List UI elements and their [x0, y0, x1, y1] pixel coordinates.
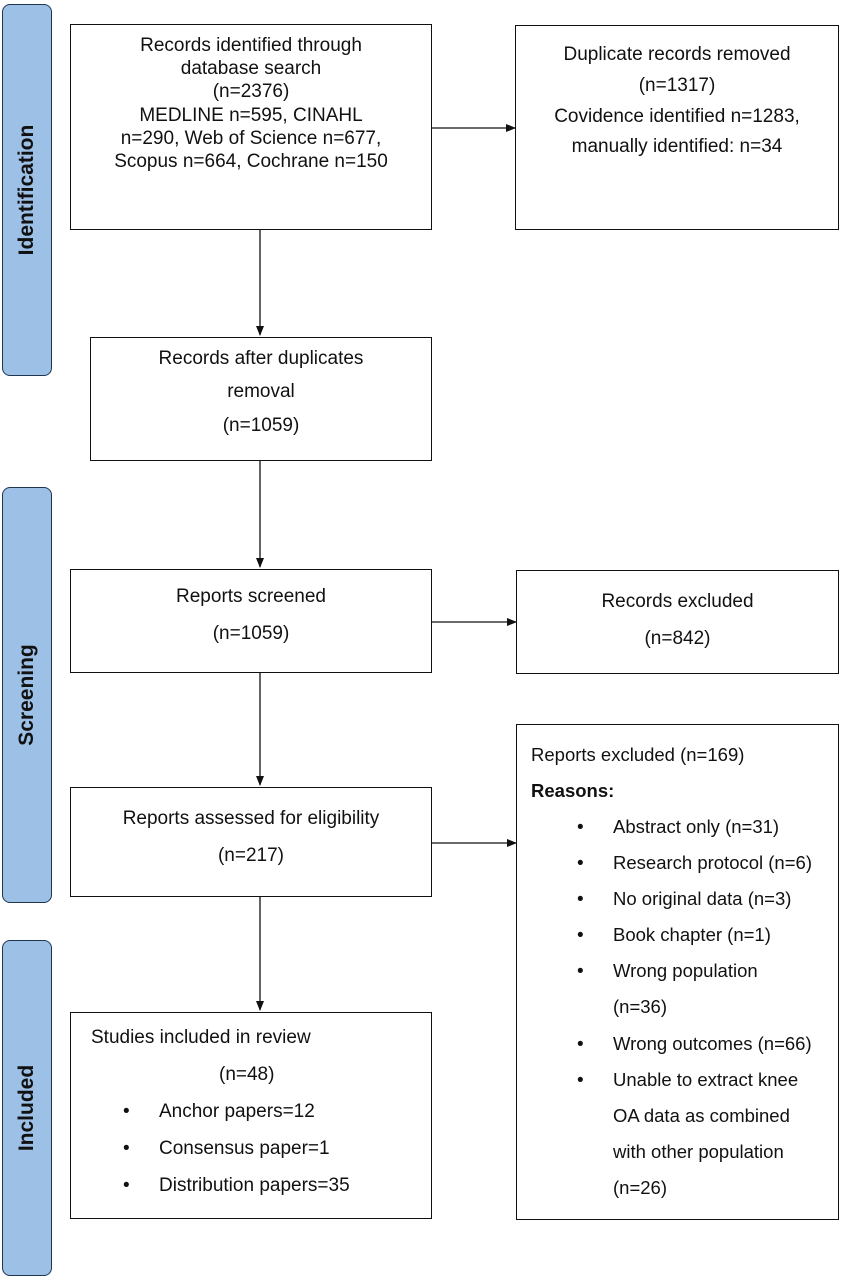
box-text: Scopus n=664, Cochrane n=150 [114, 150, 388, 172]
box-text: Duplicate records removed [563, 44, 791, 65]
box-text: (n=1059) [212, 623, 290, 645]
box-text: (n=1317) [638, 74, 716, 96]
reason-text: (n=26) [613, 1176, 667, 1198]
after-duplicates-box: Records after duplicates removal (n=1059… [90, 337, 432, 461]
reports-excluded-box: Reports excluded (n=169) Reasons: Abstra… [516, 724, 839, 1220]
box-text: manually identified: n=34 [571, 136, 783, 158]
eligibility-box: Reports assessed for eligibility (n=217) [70, 787, 432, 897]
box-text: (n=842) [644, 628, 711, 650]
phase-included: Included [2, 940, 52, 1276]
box-text: (n=48) [219, 1064, 275, 1086]
reason-item: Book chapter (n=1) [531, 917, 838, 954]
box-text: Records after duplicates [158, 348, 364, 369]
box-text: Records identified through [140, 35, 362, 56]
reason-text: Abstract only (n=31) [613, 816, 780, 838]
box-text: Records excluded [601, 591, 754, 612]
reason-text: (n=36) [613, 996, 667, 1018]
phase-included-label: Included [15, 1064, 38, 1152]
box-text: Studies included in review [91, 1027, 311, 1048]
phase-screening: Screening [2, 487, 52, 903]
included-text: Distribution papers=35 [159, 1175, 350, 1197]
box-text: Covidence identified n=1283, [554, 105, 800, 127]
box-text: database search [180, 58, 322, 80]
duplicates-removed-box: Duplicate records removed (n=1317) Covid… [515, 25, 839, 230]
box-text: MEDLINE n=595, CINAHL [139, 104, 363, 126]
phase-identification-label: Identification [15, 124, 38, 256]
reason-text: OA data as combined [613, 1104, 790, 1126]
box-text: removal [227, 381, 295, 403]
records-identified-box: Records identified through database sear… [70, 24, 432, 230]
reason-text: Book chapter (n=1) [613, 924, 771, 946]
reason-item: No original data (n=3) [531, 881, 838, 918]
reports-screened-box: Reports screened (n=1059) [70, 569, 432, 673]
included-item: Distribution papers=35 [77, 1167, 431, 1204]
studies-included-box: Studies included in review (n=48) Anchor… [70, 1012, 432, 1219]
phase-identification: Identification [2, 4, 52, 376]
reason-item: Wrong population (n=36) [531, 953, 838, 1025]
reason-item: Wrong outcomes (n=66) [531, 1026, 838, 1063]
reason-text: with other population [613, 1140, 784, 1162]
reason-text: No original data (n=3) [613, 888, 792, 910]
reports-excluded-title: Reports excluded (n=169) [531, 744, 745, 765]
included-list: Anchor papers=12 Consensus paper=1 Distr… [77, 1093, 431, 1204]
reason-item: Research protocol (n=6) [531, 845, 838, 882]
box-text: (n=217) [217, 845, 285, 867]
box-text: (n=2376) [212, 81, 290, 103]
box-text: Reports screened [176, 586, 326, 607]
reason-text: Wrong population [613, 960, 758, 982]
reason-text: Unable to extract knee [613, 1068, 799, 1090]
box-text: Reports assessed for eligibility [122, 808, 380, 829]
included-item: Consensus paper=1 [77, 1130, 431, 1167]
records-excluded-box: Records excluded (n=842) [516, 570, 839, 674]
reasons-list: Abstract only (n=31) Research protocol (… [531, 809, 838, 1206]
reason-text: Research protocol (n=6) [613, 852, 812, 874]
included-text: Consensus paper=1 [159, 1138, 330, 1160]
box-text: (n=1059) [222, 414, 300, 436]
reason-item: Abstract only (n=31) [531, 809, 838, 846]
box-text: n=290, Web of Science n=677, [120, 127, 382, 149]
reason-item: Unable to extract knee OA data as combin… [531, 1062, 838, 1206]
reason-text: Wrong outcomes (n=66) [613, 1032, 812, 1054]
included-text: Anchor papers=12 [159, 1101, 315, 1123]
reasons-label: Reasons: [531, 780, 615, 802]
phase-screening-label: Screening [15, 644, 38, 746]
included-item: Anchor papers=12 [77, 1093, 431, 1130]
